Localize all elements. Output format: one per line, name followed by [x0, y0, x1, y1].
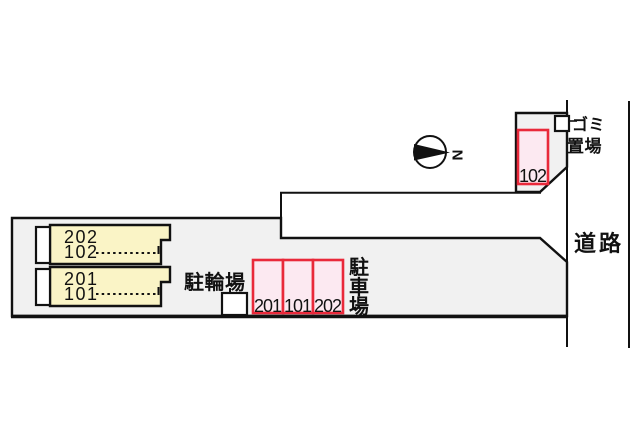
garbage-label-line1: ゴミ — [572, 115, 605, 134]
parking-space-202-label: 202 — [314, 296, 342, 316]
parking-space-102-label: 102 — [519, 166, 547, 186]
parking-space-202 — [311, 258, 345, 315]
garbage-label-line2: 置場 — [567, 137, 602, 156]
parking-space-101 — [281, 258, 315, 315]
parking-lot-label-char-1: 駐 — [349, 255, 369, 279]
parking-space-201-label: 201 — [254, 296, 282, 316]
unit-2-label-upper: 201 — [64, 269, 97, 289]
garbage-box-icon — [553, 114, 571, 133]
bicycle-parking-box — [220, 291, 249, 317]
unit-1-balcony — [34, 225, 52, 265]
parking-lot-label-char-3: 場 — [349, 295, 369, 318]
unit-2-balcony — [34, 267, 52, 307]
compass-north-label: N — [449, 150, 466, 161]
compass: N — [413, 135, 466, 169]
parking-space-201 — [251, 258, 285, 315]
unit-1-label-lower: 102 — [64, 242, 97, 262]
bicycle-parking-label: 駐輪場 — [184, 270, 246, 294]
parking-lot-label-char-2: 車 — [349, 275, 369, 299]
parking-space-102 — [516, 128, 550, 186]
compass-needle-icon — [414, 144, 450, 161]
parking-space-101-label: 101 — [284, 296, 312, 316]
unit-2-label-lower: 101 — [64, 284, 97, 304]
road-label: 道路 — [574, 231, 624, 256]
unit-1-label-upper: 202 — [64, 227, 97, 247]
driveway-boundary — [280, 191, 541, 238]
